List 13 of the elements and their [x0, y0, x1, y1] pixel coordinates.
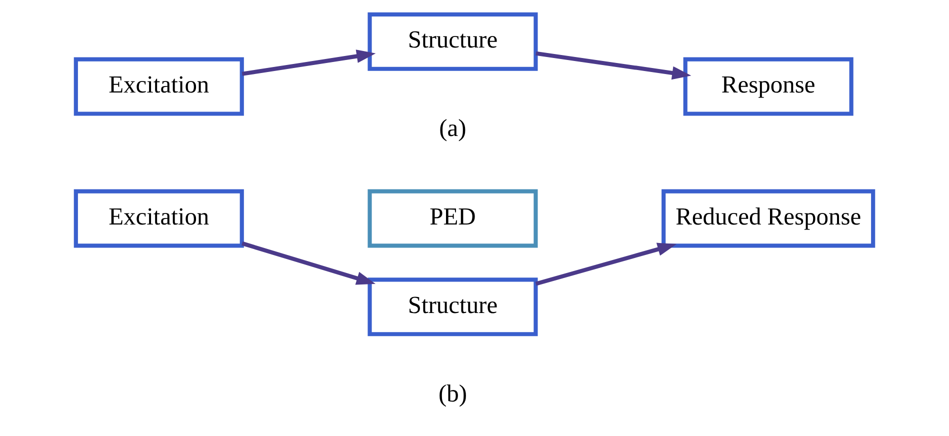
- label: (a): [439, 114, 466, 142]
- node-box: Structure: [368, 277, 538, 336]
- arrow: [242, 49, 376, 76]
- arrow: [535, 242, 677, 286]
- node-box: PED: [368, 188, 538, 248]
- arrow: [242, 240, 376, 284]
- label: (b): [438, 380, 467, 407]
- node-box: Structure: [368, 12, 538, 70]
- node-box: Excitation: [74, 188, 244, 248]
- node-box: Reduced Response: [662, 188, 876, 248]
- node-box: Excitation: [74, 56, 244, 116]
- arrow: [536, 50, 692, 80]
- node-box: Response: [683, 56, 854, 116]
